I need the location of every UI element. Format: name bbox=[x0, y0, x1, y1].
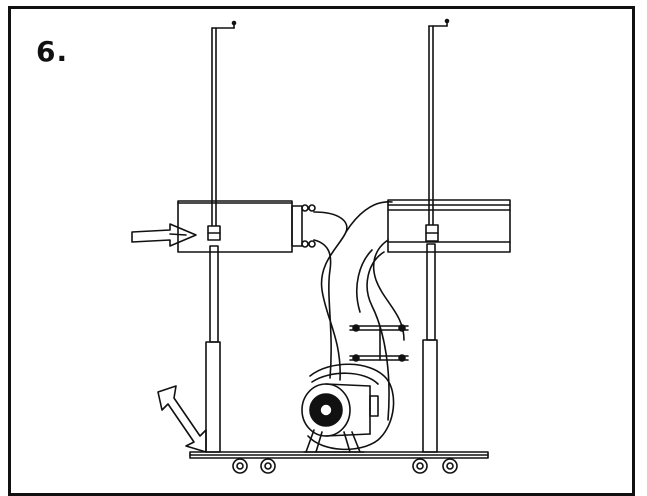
motor-icon bbox=[301, 383, 379, 437]
right-support-pole bbox=[422, 18, 450, 453]
pointer-arrow-icon bbox=[157, 385, 207, 453]
upper-hose bbox=[345, 201, 405, 421]
right-filter-bag bbox=[387, 199, 511, 253]
motor-stand bbox=[303, 429, 365, 453]
left-support-pole bbox=[205, 20, 237, 453]
left-filter-bag bbox=[177, 200, 316, 253]
blower-housing bbox=[307, 363, 395, 451]
intake-arrow-icon bbox=[131, 223, 197, 247]
hose-clamps bbox=[349, 324, 409, 362]
step-number: 6. bbox=[36, 35, 69, 68]
dust-collector-diagram bbox=[131, 18, 511, 474]
base-platform bbox=[189, 451, 489, 459]
inlet-hose bbox=[313, 211, 348, 381]
caster-wheel-icon bbox=[232, 457, 458, 474]
